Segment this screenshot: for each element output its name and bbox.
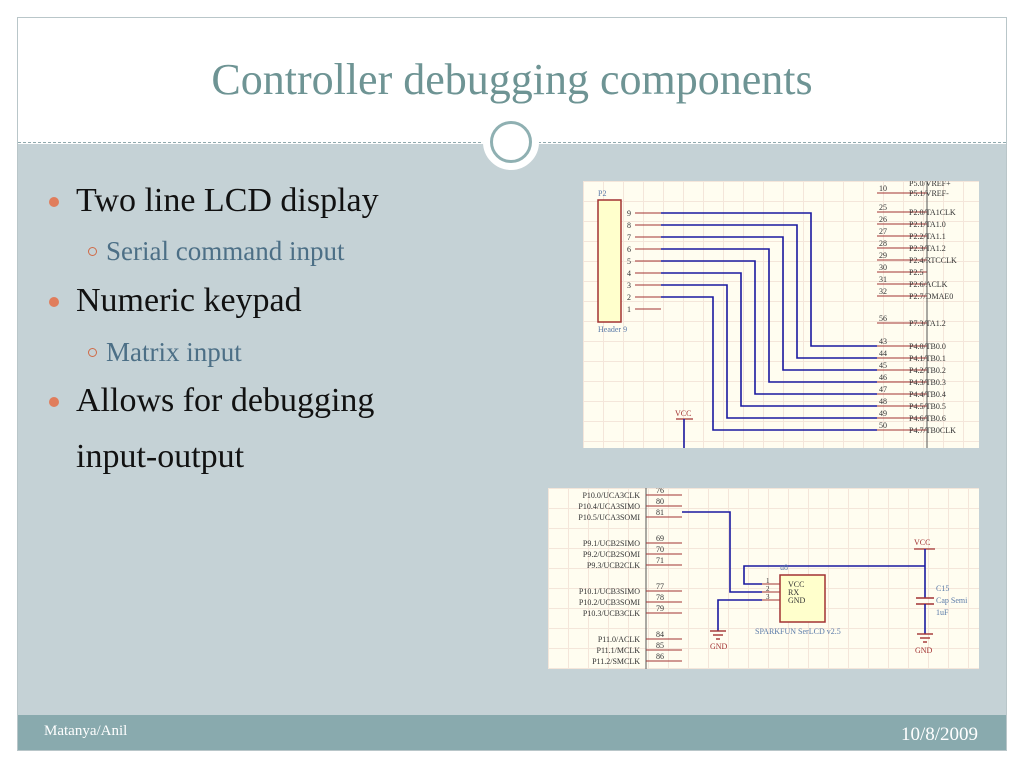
bullet-text: Two line LCD display — [76, 182, 379, 219]
mcu-pin-label: P2.4/RTCCLK — [909, 256, 957, 265]
mcu-pin-number: 44 — [879, 349, 887, 358]
mcu-pin-number: 50 — [879, 421, 887, 430]
header-pin-number: 2 — [627, 293, 631, 302]
circle-ornament-icon — [483, 114, 539, 170]
mcu-pin-label: P2.7/DMAE0 — [909, 292, 953, 301]
slide-title: Controller debugging components — [211, 55, 813, 104]
header-pin-number: 1 — [627, 305, 631, 314]
mcu-pin-number: 76 — [656, 488, 664, 495]
header-connector — [597, 199, 622, 323]
lcd-module — [779, 574, 826, 623]
mcu-pin-number: 29 — [879, 251, 887, 260]
vcc-label-bottom: VCC — [914, 538, 930, 547]
mcu-pin-number: 69 — [656, 534, 664, 543]
mcu-pin-label: P2.6/ACLK — [909, 280, 948, 289]
cap-type-label: Cap Semi — [936, 596, 968, 605]
lcd-pin-label: VCC — [788, 580, 804, 589]
lcd-pin-label: GND — [788, 596, 806, 605]
header-pin-number: 9 — [627, 209, 631, 218]
mcu-pin-number: 30 — [879, 263, 887, 272]
mcu-pin-number: 79 — [656, 604, 664, 613]
mcu-pin-number: 85 — [656, 641, 664, 650]
cap-ref-label: C15 — [936, 584, 949, 593]
sub-bullet-text: Matrix input — [106, 337, 242, 367]
mcu-pin-label: P10.1/UCB3SIMO — [579, 587, 640, 596]
sub-bullet-text: Serial command input — [106, 236, 345, 266]
mcu-pin-label: P10.4/UCA3SIMO — [578, 502, 640, 511]
mcu-pin-label: P10.0/UCA3CLK — [582, 491, 640, 500]
lcd-pin-number: 2 — [766, 585, 770, 593]
footer-author: Matanya/Anil — [44, 723, 128, 739]
mcu-pin-label: P4.7/TB0CLK — [909, 426, 956, 435]
lcd-ref-label: u8 — [780, 563, 788, 572]
mcu-pin-label: P9.1/UCB2SIMO — [583, 539, 640, 548]
slide: Controller debugging components Two line… — [17, 17, 1007, 751]
bullet-text: input-output — [76, 438, 245, 475]
lcd-pin-label: RX — [788, 588, 799, 597]
lcd-name-label: SPARKFUN SerLCD v2.5 — [755, 627, 841, 636]
gnd-left-label: GND — [710, 642, 728, 651]
header-pin-number: 6 — [627, 245, 631, 254]
header-pin-number: 4 — [627, 269, 631, 278]
mcu-pin-number: 47 — [879, 385, 887, 394]
mcu-pin-number: 81 — [656, 508, 664, 517]
header-pin-number: 5 — [627, 257, 631, 266]
bullet-dot-icon — [49, 197, 59, 207]
bullet-dot-icon — [49, 297, 59, 307]
mcu-pin-label: P11.1/MCLK — [597, 646, 641, 655]
lcd-pin-number: 3 — [766, 593, 770, 601]
gnd-right-label: GND — [915, 646, 933, 655]
mcu-pin-number: 71 — [656, 556, 664, 565]
mcu-pin-number: 10 — [879, 184, 887, 193]
sub-bullet-circle-icon — [88, 247, 97, 256]
header-pin-number: 8 — [627, 221, 631, 230]
mcu-pin-number: 78 — [656, 593, 664, 602]
bullet-text: Numeric keypad — [76, 282, 302, 319]
header-name-label: Header 9 — [598, 325, 627, 334]
mcu-pin-number: 46 — [879, 373, 887, 382]
mcu-pin-label: P9.3/UCB2CLK — [587, 561, 640, 570]
mcu-pin-number: 48 — [879, 397, 887, 406]
mcu-pin-label: P9.2/UCB2SOMI — [583, 550, 640, 559]
mcu-pin-number: 86 — [656, 652, 664, 661]
mcu-pin-number: 31 — [879, 275, 887, 284]
mcu-pin-number: 84 — [656, 630, 664, 639]
mcu-pin-label: P5.0/VREF+ — [909, 181, 951, 188]
mcu-pin-label: P11.2/SMCLK — [592, 657, 640, 666]
sub-bullet-circle-icon — [88, 348, 97, 357]
mcu-pin-number: 77 — [656, 582, 664, 591]
mcu-pin-label: P2.5 — [909, 268, 923, 277]
mcu-pin-label: P10.5/UCA3SOMI — [578, 513, 640, 522]
mcu-pin-label: P5.1/VREF- — [909, 189, 949, 198]
header-pin-number: 3 — [627, 281, 631, 290]
vcc-label: VCC — [675, 409, 691, 418]
mcu-pin-label: P10.3/UCB3CLK — [583, 609, 640, 618]
cap-value-label: 1uF — [936, 608, 949, 617]
bullet-dot-icon — [49, 397, 59, 407]
header-pin-number: 7 — [627, 233, 631, 242]
header-ref-label: P2 — [598, 189, 606, 198]
mcu-pin-number: 28 — [879, 239, 887, 248]
mcu-pin-number: 45 — [879, 361, 887, 370]
mcu-pin-number: 70 — [656, 545, 664, 554]
footer-bar: Matanya/Anil 10/8/2009 — [18, 715, 1006, 750]
bullet-text: Allows for debugging — [76, 382, 375, 419]
footer-date: 10/8/2009 — [900, 724, 978, 745]
mcu-pin-number: 26 — [879, 215, 887, 224]
mcu-pin-number: 32 — [879, 287, 887, 296]
mcu-pin-label: P10.2/UCB3SOMI — [579, 598, 640, 607]
mcu-pin-label: P2.0/TA1CLK — [909, 208, 956, 217]
mcu-pin-label: P11.0/ACLK — [598, 635, 640, 644]
mcu-pin-number: 56 — [879, 314, 887, 323]
mcu-pin-number: 43 — [879, 337, 887, 346]
lcd-pin-number: 1 — [766, 577, 770, 585]
mcu-pin-number: 80 — [656, 497, 664, 506]
mcu-pin-number: 25 — [879, 203, 887, 212]
mcu-pin-number: 49 — [879, 409, 887, 418]
mcu-pin-number: 27 — [879, 227, 887, 236]
